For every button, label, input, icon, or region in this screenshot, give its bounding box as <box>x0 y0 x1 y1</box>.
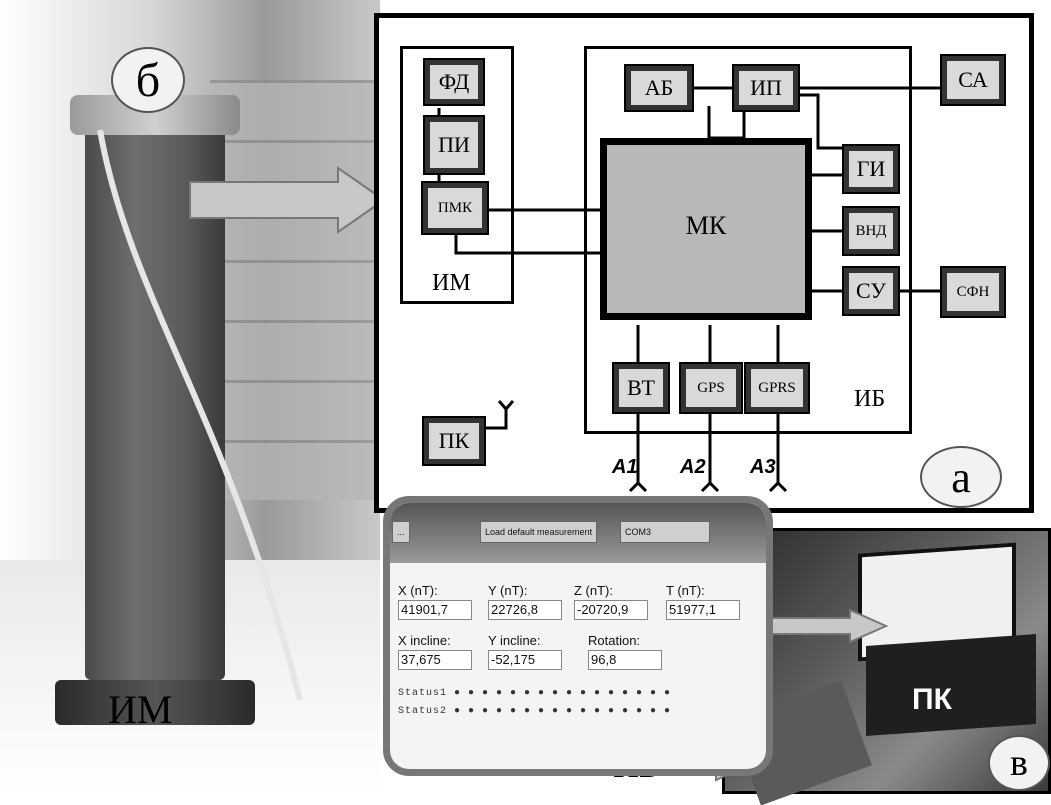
rotation-label: Rotation: <box>588 633 641 648</box>
t-value: 51977,1 <box>666 600 740 620</box>
screen-toolbar: ... Load default measurement COM3 <box>390 503 766 563</box>
block-gps: GPS <box>679 362 743 414</box>
arrow-to-laptop <box>771 608 889 644</box>
im-module-box <box>400 46 514 304</box>
block-vt: ВТ <box>612 362 670 414</box>
label-a: а <box>920 446 1002 508</box>
z-value: -20720,9 <box>574 600 648 620</box>
y-incline-label: Y incline: <box>488 633 541 648</box>
status-row-2: Status2 ● ● ● ● ● ● ● ● ● ● ● ● ● ● ● ● <box>398 706 672 717</box>
block-vnd: ВНД <box>842 206 900 256</box>
y-incline-value: -52,175 <box>488 650 562 670</box>
block-fd: ФД <box>423 58 485 106</box>
block-ip: ИП <box>732 64 800 112</box>
block-pk: ПК <box>422 416 486 466</box>
x-incline-value: 37,675 <box>398 650 472 670</box>
label-im-photo: ИМ <box>108 687 173 732</box>
status-row-1-label: Status1 <box>398 688 448 699</box>
block-pmk: ПМК <box>421 181 489 235</box>
lab-shelf <box>210 80 380 500</box>
block-pi: ПИ <box>423 115 485 175</box>
im-module-label: ИМ <box>432 270 471 296</box>
antenna-a3-label: A3 <box>750 456 776 478</box>
status-row-2-label: Status2 <box>398 706 448 717</box>
sensor-cable <box>97 129 303 701</box>
block-gprs: GPRS <box>744 362 810 414</box>
block-ab: АБ <box>624 64 694 112</box>
label-pk-photo: ПК <box>912 683 952 716</box>
t-label: T (nT): <box>666 583 705 598</box>
block-sfn: СФН <box>940 266 1006 318</box>
y-value: 22726,8 <box>488 600 562 620</box>
sensor-cylinder-base <box>55 680 255 725</box>
status-row-1: Status1 ● ● ● ● ● ● ● ● ● ● ● ● ● ● ● ● <box>398 688 672 699</box>
x-incline-label: X incline: <box>398 633 451 648</box>
x-label: X (nT): <box>398 583 438 598</box>
rotation-value: 96,8 <box>588 650 662 670</box>
ib-module-box <box>584 46 912 434</box>
antenna-a1-label: A1 <box>612 456 638 478</box>
y-label: Y (nT): <box>488 583 528 598</box>
ib-module-label: ИБ <box>854 386 886 412</box>
label-v: в <box>988 735 1050 791</box>
block-su: СУ <box>842 266 900 316</box>
software-screen-inset: ... Load default measurement COM3 X (nT)… <box>383 496 773 776</box>
screen-tab-1[interactable]: ... <box>392 521 410 543</box>
label-b: б <box>111 47 185 113</box>
block-mk: МК <box>600 138 812 320</box>
screen-tab-load[interactable]: Load default measurement <box>480 521 598 543</box>
screen-com-select[interactable]: COM3 <box>620 521 710 543</box>
x-value: 41901,7 <box>398 600 472 620</box>
arrow-to-diagram <box>189 166 386 234</box>
block-sa: СА <box>940 54 1006 106</box>
antenna-a2-label: A2 <box>680 456 706 478</box>
block-gi: ГИ <box>842 144 900 194</box>
z-label: Z (nT): <box>574 583 613 598</box>
